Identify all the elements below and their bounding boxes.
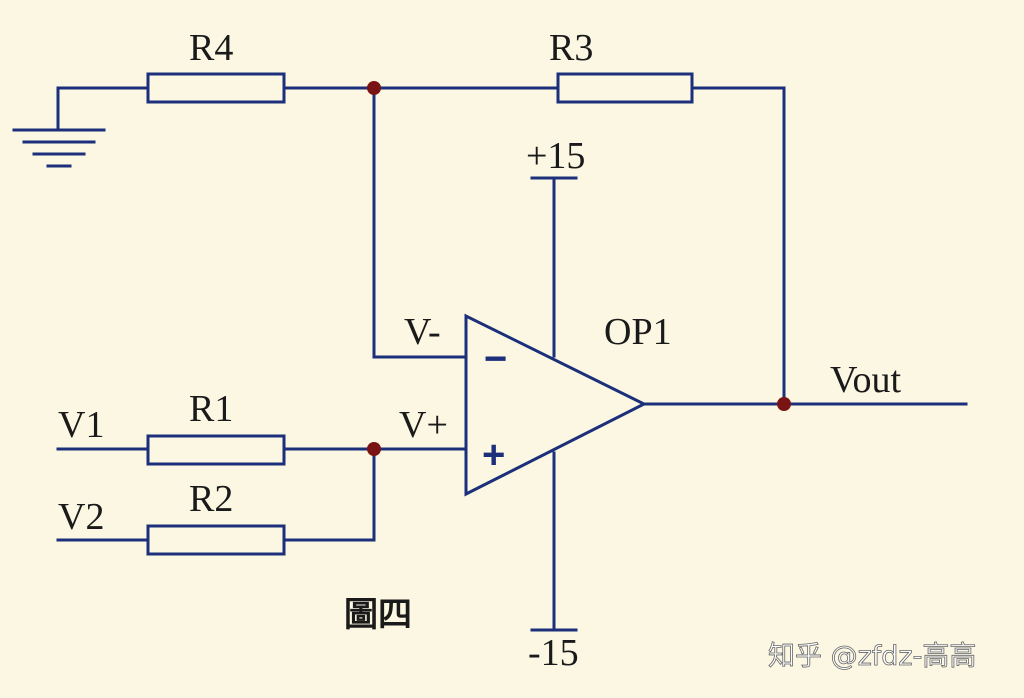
noninverting-sign: + — [482, 433, 505, 477]
label-v2: V2 — [58, 496, 104, 538]
op-amp-triangle — [464, 313, 648, 497]
label-op-amp: OP1 — [604, 311, 672, 353]
junction-dot-feedback — [367, 81, 381, 95]
resistor-r3 — [556, 72, 694, 104]
junction-dot-input — [367, 442, 381, 456]
label-supply-pos: +15 — [526, 135, 585, 177]
label-v1: V1 — [58, 404, 104, 446]
figure-caption: 圖四 — [344, 595, 412, 635]
inverting-sign: − — [484, 337, 507, 381]
resistor-r4 — [146, 72, 286, 104]
watermark-text: 知乎 @zfdz-高高 — [768, 641, 976, 672]
label-r1: R1 — [189, 388, 233, 430]
junction-dot-output — [777, 397, 791, 411]
feedback-wires — [56, 86, 786, 406]
resistor-r2 — [146, 524, 286, 556]
label-v-plus: V+ — [399, 404, 448, 446]
label-r2: R2 — [189, 478, 233, 520]
label-supply-neg: -15 — [528, 632, 579, 674]
label-vout: Vout — [830, 359, 902, 401]
ground-symbol — [12, 86, 106, 168]
label-v-minus: V- — [404, 311, 441, 353]
label-r4: R4 — [189, 27, 233, 69]
label-r3: R3 — [549, 27, 593, 69]
resistor-r1 — [146, 434, 286, 466]
supply-rails — [530, 176, 578, 632]
